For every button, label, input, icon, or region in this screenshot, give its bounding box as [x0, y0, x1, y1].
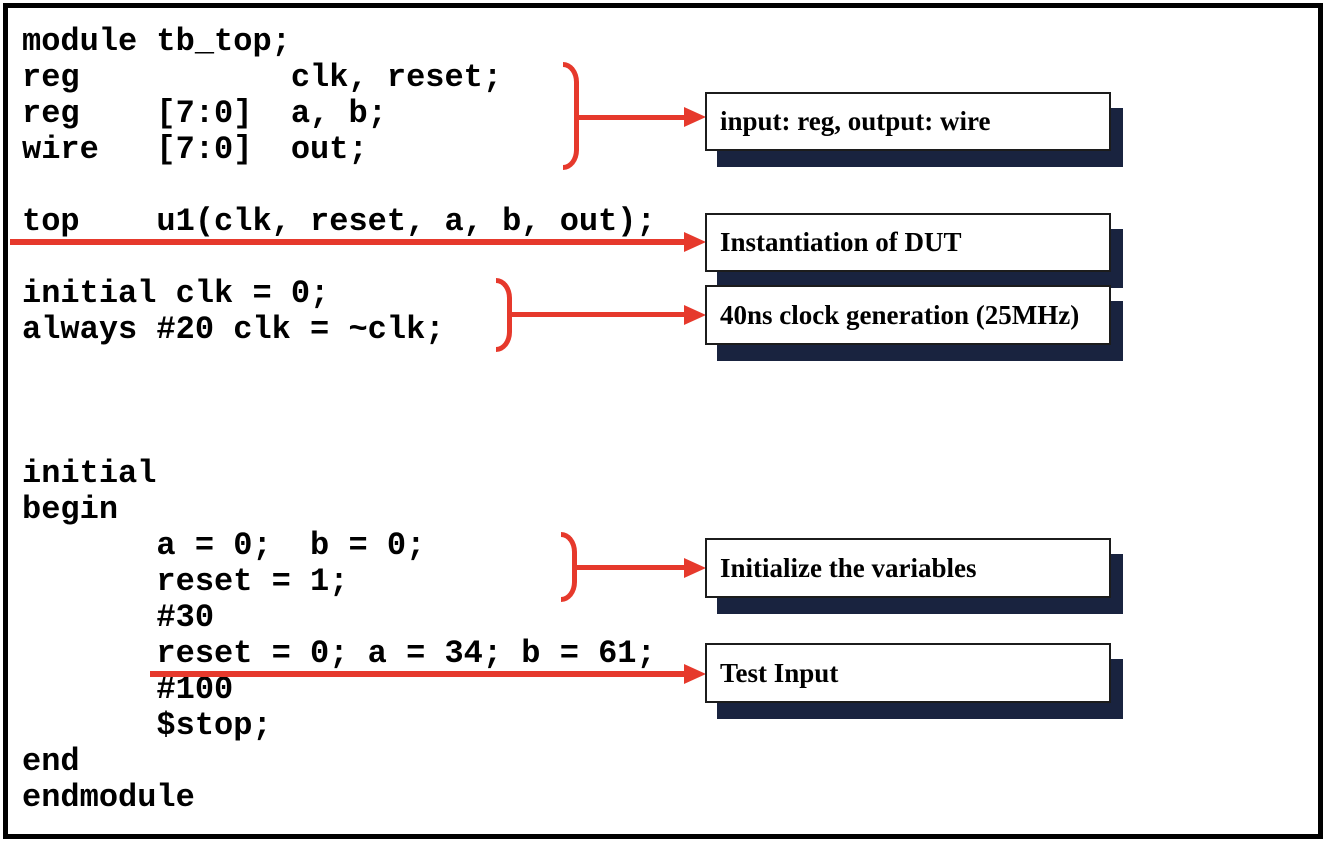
- arrow-head-test-input-icon: [684, 664, 706, 684]
- arrow-shaft-declarations: [577, 115, 684, 120]
- arrow-head-clock-generation-icon: [684, 305, 706, 325]
- callout-initialize-variables: Initialize the variables: [705, 538, 1111, 598]
- red-underline-instantiation: [10, 239, 684, 245]
- code-line: reg clk, reset;: [22, 59, 503, 96]
- code-line: end: [22, 743, 80, 780]
- callout-input-reg-output-wire: input: reg, output: wire: [705, 92, 1111, 151]
- code-line: #30: [22, 599, 215, 636]
- callout-label: Test Input: [720, 657, 839, 688]
- arrow-shaft-clock-generation: [510, 312, 684, 317]
- code-line: #100: [22, 671, 234, 708]
- code-line: begin: [22, 491, 119, 528]
- callout-clock-generation: 40ns clock generation (25MHz): [705, 285, 1111, 345]
- code-line: endmodule: [22, 779, 195, 816]
- callout-label: input: reg, output: wire: [720, 106, 991, 136]
- code-line: $stop;: [22, 707, 272, 744]
- code-line: [22, 384, 656, 420]
- code-line: reg [7:0] a, b;: [22, 95, 387, 132]
- arrow-head-declarations-icon: [684, 107, 706, 127]
- verilog-code-block: module tb_top;reg clk, reset;reg [7:0] a…: [22, 24, 656, 816]
- arrow-shaft-initialize-variables: [575, 565, 684, 570]
- code-line: initial clk = 0;: [22, 275, 330, 312]
- callout-test-input: Test Input: [705, 643, 1111, 703]
- code-line: a = 0; b = 0;: [22, 527, 426, 564]
- callout-instantiation-of-dut: Instantiation of DUT: [705, 213, 1111, 272]
- code-line: wire [7:0] out;: [22, 131, 368, 168]
- callout-label: Instantiation of DUT: [720, 227, 962, 257]
- code-line: [22, 240, 656, 276]
- callout-label: Initialize the variables: [720, 552, 977, 583]
- code-line: always #20 clk = ~clk;: [22, 311, 445, 348]
- code-line: reset = 1;: [22, 563, 349, 600]
- code-line: [22, 348, 656, 384]
- code-line: reset = 0; a = 34; b = 61;: [22, 635, 656, 672]
- arrow-head-instantiation-icon: [684, 232, 706, 252]
- code-line: top u1(clk, reset, a, b, out);: [22, 203, 656, 240]
- code-line: initial: [22, 455, 157, 492]
- code-line: module tb_top;: [22, 23, 291, 60]
- code-line: [22, 168, 656, 204]
- code-line: [22, 420, 656, 456]
- red-underline-test-input: [150, 671, 684, 677]
- callout-label: 40ns clock generation (25MHz): [720, 299, 1080, 330]
- arrow-head-initialize-variables-icon: [684, 558, 706, 578]
